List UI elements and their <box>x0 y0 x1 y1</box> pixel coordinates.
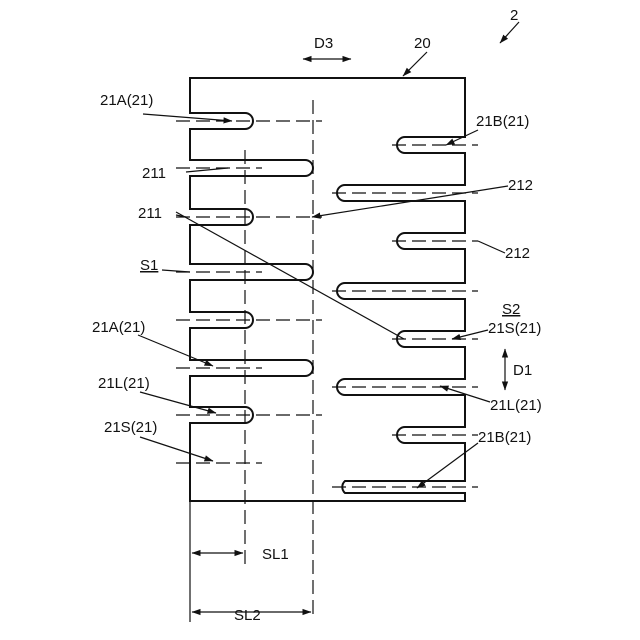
sl1-label: SL1 <box>262 546 289 563</box>
slit-21s-right-label: 21S(21) <box>488 320 541 337</box>
slit-21a-top-label: 21A(21) <box>100 92 153 109</box>
slit-21a-left-label: 21A(21) <box>92 319 145 336</box>
fig-number-label: 2 <box>510 7 518 24</box>
leader-lines <box>138 22 519 488</box>
slit-211-label-a: 211 <box>142 165 166 182</box>
slit-212-label-a: 212 <box>508 177 533 194</box>
slit-21b-right-label: 21B(21) <box>478 429 531 446</box>
body-20-label: 20 <box>414 35 431 52</box>
d1-label: D1 <box>513 362 532 379</box>
body-outline <box>190 78 465 501</box>
slit-21l-left-label: 21L(21) <box>98 375 150 392</box>
slit-21l-right-label: 21L(21) <box>490 397 542 414</box>
sl2-label: SL2 <box>234 607 261 624</box>
slit-21s-left-label: 21S(21) <box>104 419 157 436</box>
slit-21b-top-label: 21B(21) <box>476 113 529 130</box>
side-s1-label: S1 <box>140 257 158 274</box>
d3-label: D3 <box>314 35 333 52</box>
side-s2-label: S2 <box>502 301 520 318</box>
slit-212-label-b: 212 <box>505 245 530 262</box>
slit-211-label-b: 211 <box>138 205 162 222</box>
